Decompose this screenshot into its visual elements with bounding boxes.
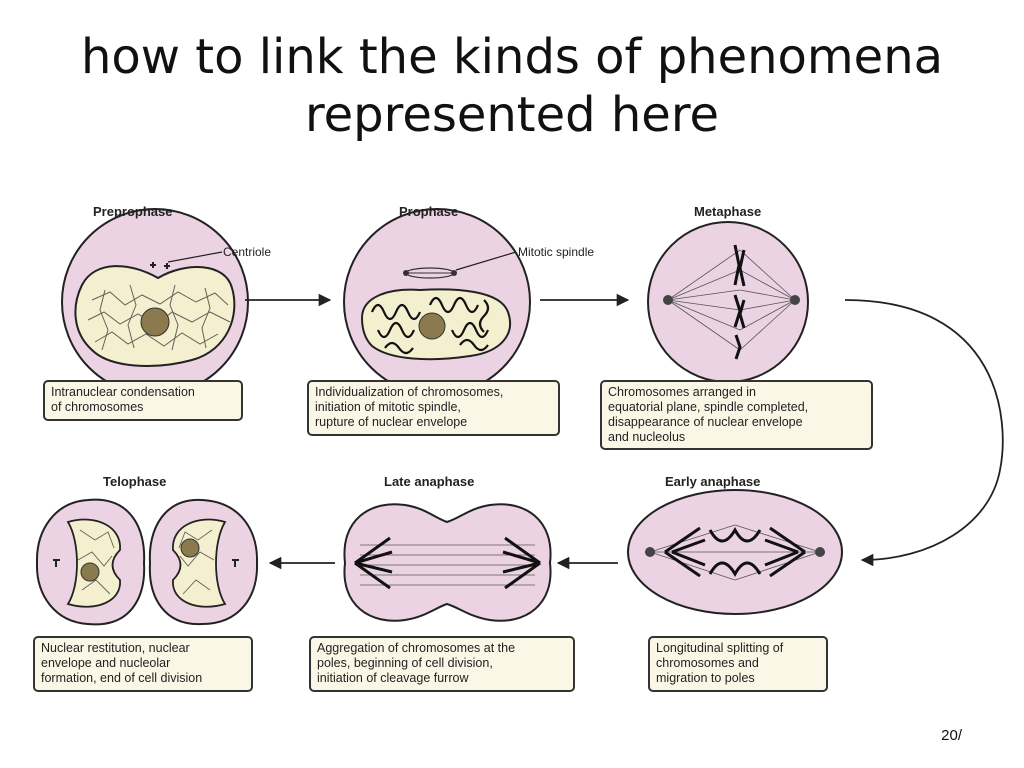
- condensed-chromosomes: [370, 296, 490, 355]
- description-early-anaphase: Longitudinal splitting of chromosomes an…: [648, 636, 828, 692]
- description-line: Aggregation of chromosomes at the: [317, 641, 516, 655]
- description-late-anaphase: Aggregation of chromosomes at the poles,…: [309, 636, 575, 692]
- phase-label-preprophase: Preprophase: [93, 204, 173, 219]
- description-line: initiation of mitotic spindle,: [315, 400, 461, 414]
- description-preprophase: Intranuclear condensation of chromosomes: [43, 380, 243, 421]
- phase-label-early-anaphase: Early anaphase: [665, 474, 761, 489]
- description-line: poles, beginning of cell division,: [317, 656, 493, 670]
- chromosomes-at-poles: [354, 536, 541, 590]
- spindle-fibers: [360, 544, 535, 586]
- arrow-metaphase-to-early-anaphase: [844, 299, 1004, 567]
- centriole-icon: [53, 559, 60, 567]
- description-line: formation, end of cell division: [41, 671, 203, 685]
- aligned-chromosomes: [733, 244, 746, 360]
- description-line: disappearance of nuclear envelope: [608, 415, 803, 429]
- spindle-fibers: [649, 524, 821, 581]
- prophase-cell: [343, 208, 531, 396]
- chromatin-network: [77, 529, 215, 595]
- nucleolus: [418, 312, 446, 340]
- nucleolus: [140, 307, 170, 337]
- description-line: Intranuclear condensation: [51, 385, 195, 399]
- pole-right: [790, 295, 800, 305]
- description-line: chromosomes and: [656, 656, 759, 670]
- description-metaphase: Chromosomes arranged in equatorial plane…: [600, 380, 873, 450]
- callout-mitotic-spindle: Mitotic spindle: [518, 245, 595, 259]
- description-line: Longitudinal splitting of: [656, 641, 784, 655]
- slide-title: how to link the kinds of phenomena repre…: [0, 28, 1024, 144]
- callout-centriole: Centriole: [223, 245, 272, 259]
- separating-chromatids: [664, 526, 806, 578]
- phase-label-late-anaphase: Late anaphase: [384, 474, 475, 489]
- metaphase-cell: [647, 221, 809, 383]
- description-telophase: Nuclear restitution, nuclear envelope an…: [33, 636, 253, 692]
- phase-label-prophase: Prophase: [399, 204, 459, 219]
- slide-title-line-2: represented here: [304, 87, 720, 143]
- nucleus-left: [66, 518, 121, 608]
- centriole-icon: [232, 559, 239, 567]
- sequence-arrows: [245, 293, 1004, 570]
- description-line: and nucleolus: [608, 430, 686, 444]
- nucleolus-right: [180, 538, 200, 558]
- phase-label-telophase: Telophase: [103, 474, 167, 489]
- description-line: Nuclear restitution, nuclear: [41, 641, 190, 655]
- description-line: migration to poles: [656, 671, 755, 685]
- late-anaphase-cell: [343, 503, 552, 622]
- description-line: Individualization of chromosomes,: [315, 385, 504, 399]
- centriole-callout-line: [167, 251, 223, 263]
- description-line: of chromosomes: [51, 400, 144, 414]
- nucleolus-left: [80, 562, 100, 582]
- pole-left: [663, 295, 673, 305]
- description-line: rupture of nuclear envelope: [315, 415, 468, 429]
- telophase-cells: [35, 498, 259, 626]
- description-line: equatorial plane, spindle completed,: [608, 400, 809, 414]
- mitotic-spindle: [403, 267, 457, 279]
- description-line: initiation of cleavage furrow: [317, 671, 469, 685]
- page-number: 20/: [941, 727, 962, 744]
- description-prophase: Individualization of chromosomes, initia…: [307, 380, 560, 436]
- description-line: envelope and nucleolar: [41, 656, 171, 670]
- pole-left: [645, 547, 655, 557]
- preprophase-cell: [61, 208, 249, 396]
- spindle-callout-line: [455, 251, 517, 271]
- description-line: Chromosomes arranged in: [608, 385, 756, 399]
- centriole-icon: [150, 262, 170, 269]
- early-anaphase-cell: [627, 489, 843, 615]
- spindle-fibers: [667, 249, 796, 351]
- phase-label-metaphase: Metaphase: [694, 204, 762, 219]
- pole-right: [815, 547, 825, 557]
- slide-title-line-1: how to link the kinds of phenomena: [80, 29, 944, 85]
